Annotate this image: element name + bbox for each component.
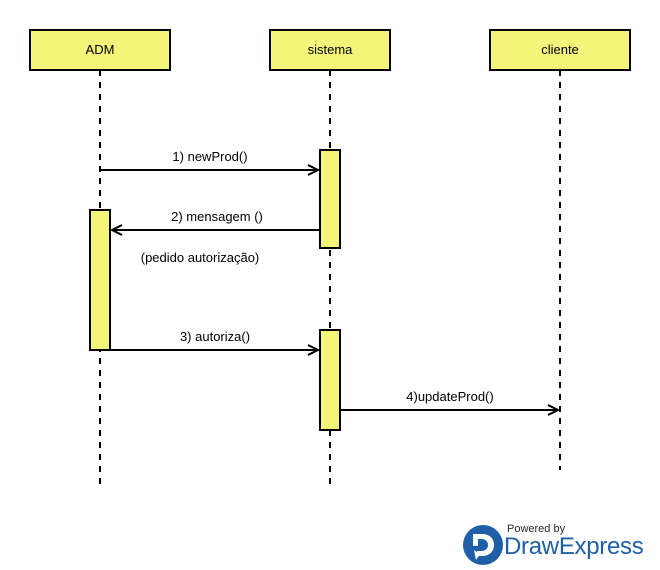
drawexpress-logo-icon (463, 525, 503, 565)
activation-adm-1[interactable] (89, 209, 111, 351)
drawexpress-watermark: Powered by DrawExpress (462, 522, 660, 568)
message-1-label: 1) newProd() (172, 149, 247, 164)
powered-by-text: Powered by (507, 523, 566, 535)
message-3-label: 3) autoriza() (180, 329, 250, 344)
message-4-label: 4)updateProd() (406, 389, 493, 404)
brand-name-express: Express (558, 533, 644, 560)
message-2[interactable]: 2) mensagem () (112, 209, 320, 230)
actor-box-adm (29, 29, 171, 71)
note-pedido-autorizacao: (pedido autorização) (141, 250, 260, 265)
actor-box-sistema (269, 29, 391, 71)
actor-label-adm: ADM (86, 42, 115, 57)
actor-sistema[interactable]: sistema (269, 29, 391, 71)
activation-sistema-1[interactable] (319, 149, 341, 249)
actor-label-cliente: cliente (541, 42, 579, 57)
brand-name: DrawExpress (504, 533, 644, 561)
actor-cliente[interactable]: cliente (489, 29, 631, 71)
message-2-label: 2) mensagem () (171, 209, 263, 224)
actor-label-sistema: sistema (308, 42, 354, 57)
message-3[interactable]: 3) autoriza() (110, 329, 318, 350)
message-1[interactable]: 1) newProd() (100, 149, 318, 170)
actor-box-cliente (489, 29, 631, 71)
activation-sistema-2[interactable] (319, 329, 341, 431)
brand-name-draw: Draw (504, 533, 559, 560)
actor-adm[interactable]: ADM (29, 29, 171, 71)
message-4[interactable]: 4)updateProd() (340, 389, 558, 410)
